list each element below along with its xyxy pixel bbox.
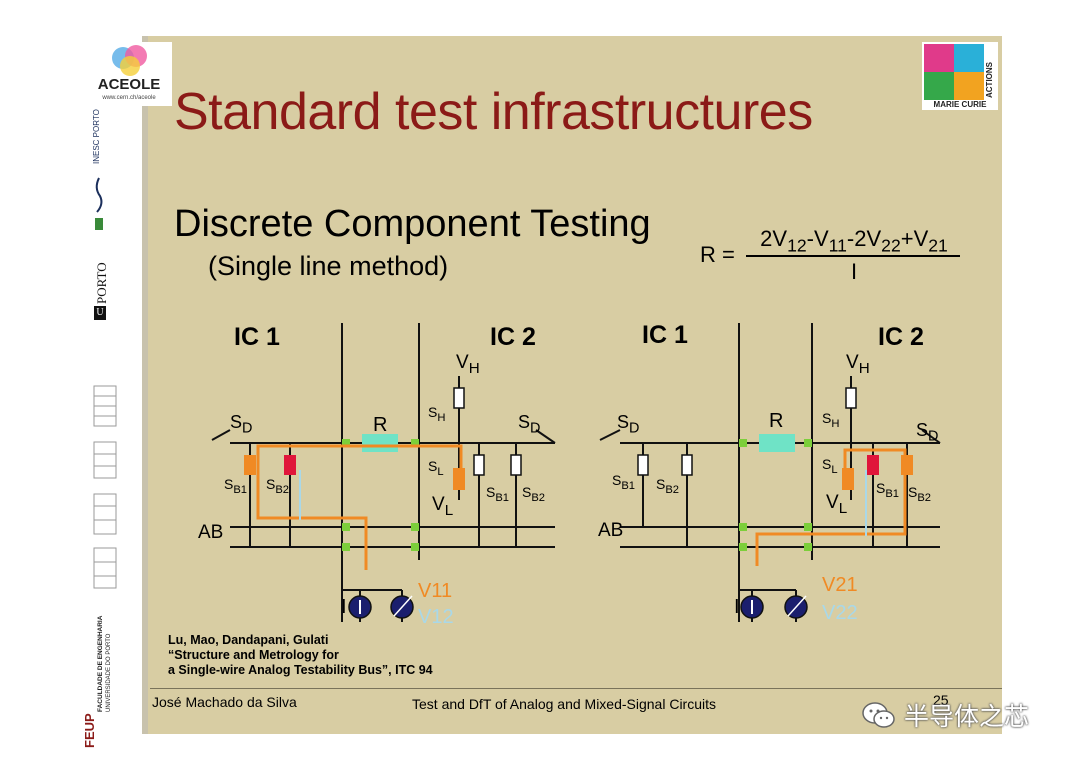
watermark-text: 半导体之芯: [904, 702, 1030, 731]
right-sd2-label: SD: [916, 420, 939, 445]
formula-bar: [746, 255, 960, 257]
left-i-label: I: [341, 596, 347, 618]
right-sb1-label: SB1: [612, 472, 636, 492]
inesc-logo-icon: [92, 176, 106, 232]
right-sh-label: SH: [822, 410, 840, 430]
right-sd-label: SD: [617, 412, 640, 437]
wechat-icon: [862, 702, 895, 728]
right-ab-label: AB: [598, 520, 624, 541]
left-sl-label: SL: [428, 458, 444, 478]
method-label: (Single line method): [208, 251, 449, 281]
right-vh-label: VH: [846, 352, 870, 377]
right-ic2-label: IC 2: [878, 323, 924, 351]
left-sd2-label: SD: [518, 412, 541, 437]
right-v-secondary: V22: [822, 602, 858, 624]
formula-denominator: I: [850, 259, 858, 284]
left-vh-label: VH: [456, 352, 480, 377]
reference-line: “Structure and Metrology for: [168, 648, 339, 662]
right-sb1-label-ic2: SB1: [876, 480, 900, 500]
left-v-secondary: V12: [418, 606, 454, 628]
formula-lhs: R =: [700, 242, 735, 267]
uporto-u-icon: U: [94, 306, 106, 320]
right-r-label: R: [769, 410, 784, 432]
meters: [348, 595, 808, 619]
left-ic2-label: IC 2: [490, 323, 536, 351]
left-v-primary: V11: [418, 580, 453, 602]
aceole-name: ACEOLE: [97, 76, 161, 93]
page-number: 25: [933, 692, 949, 708]
footer-author: José Machado da Silva: [152, 694, 297, 710]
left-ic1-label: IC 1: [234, 323, 280, 351]
left-sb1-label: SB1: [224, 476, 248, 496]
reference-line: Lu, Mao, Dandapani, Gulati: [168, 633, 329, 647]
footer-course: Test and DfT of Analog and Mixed-Signal …: [412, 696, 717, 712]
right-sb2-label-ic2: SB2: [908, 484, 932, 504]
left-sb2-label-ic2: SB2: [522, 484, 546, 504]
marie-curie-logo: MARIE CURIE ACTIONS: [922, 42, 998, 110]
right-vl-label: VL: [826, 492, 848, 517]
right-sl-label: SL: [822, 456, 838, 476]
left-r-label: R: [373, 414, 388, 436]
slide-subtitle: Discrete Component Testing: [174, 203, 651, 245]
watermark: 半导体之芯: [862, 697, 1029, 733]
left-sh-label: SH: [428, 404, 446, 424]
left-ab-label: AB: [198, 522, 224, 543]
building-illustration: [92, 382, 117, 589]
left-sd-label: SD: [230, 412, 253, 437]
marie-curie-text: MARIE CURIE: [933, 100, 987, 109]
footer-divider: [150, 688, 1002, 689]
right-sb2-label: SB2: [656, 476, 680, 496]
left-sb1-label-ic2: SB1: [486, 484, 510, 504]
left-circuit-wires: [211, 323, 556, 622]
sense-paths: [299, 470, 867, 536]
right-circuit-wires: [599, 323, 941, 622]
aceole-url: www.cern.ch/aceole: [102, 95, 156, 101]
right-i-label: I: [734, 596, 740, 618]
reference-citation: Lu, Mao, Dandapani, Gulati “Structure an…: [168, 633, 433, 678]
left-vl-label: VL: [432, 494, 454, 519]
sidebar: INESC PORTO PORTO U FEUP FACULDADE DE EN…: [78, 36, 148, 748]
reference-line: a Single-wire Analog Testability Bus”, I…: [168, 663, 433, 677]
resistor-boxes: [453, 387, 857, 476]
slide-background: [78, 36, 1002, 734]
slide-title: Standard test infrastructures: [174, 83, 813, 141]
test-current-paths: [256, 444, 907, 570]
aceole-logo: ACEOLE www.cern.ch/aceole: [86, 42, 172, 106]
right-v-primary: V21: [822, 574, 858, 596]
right-ic1-label: IC 1: [642, 321, 688, 349]
formula-numerator: 2V12-V11-2V22+V21: [760, 226, 948, 256]
node-markers: [342, 439, 812, 551]
left-sb2-label: SB2: [266, 476, 290, 496]
